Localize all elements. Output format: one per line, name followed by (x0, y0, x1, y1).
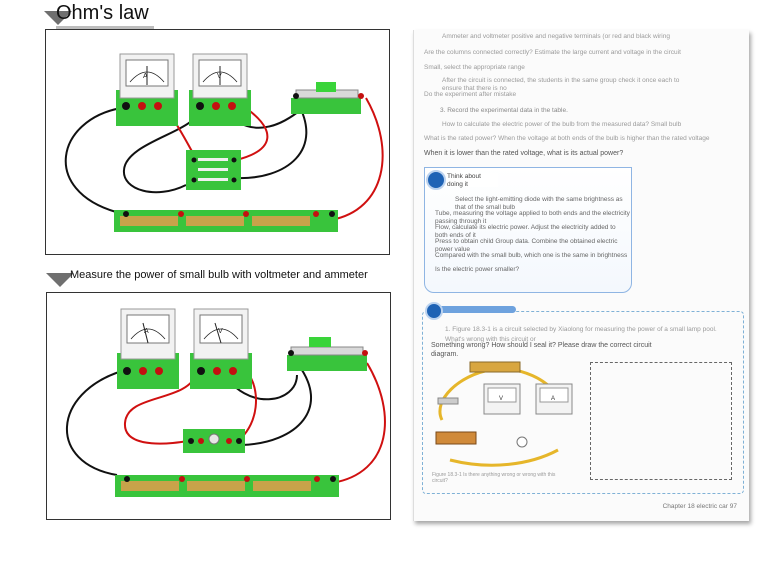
textbook-line: Do the experiment after mistake (424, 91, 517, 98)
section-badge-icon (425, 302, 443, 320)
small-bulb-title: Measure the power of small bulb with vol… (70, 269, 368, 281)
callout-title: Think about doing it (447, 173, 481, 188)
small-bulb-heading: Measure the power of small bulb with vol… (46, 263, 368, 287)
textbook-line: How to calculate the electric power of t… (442, 121, 682, 128)
textbook-line: When it is lower than the rated voltage,… (424, 150, 624, 157)
callout-line: Compared with the small bulb, which one … (435, 252, 628, 259)
voltmeter-label: V (218, 328, 223, 335)
textbook-line: Are the columns connected correctly? Est… (424, 49, 681, 56)
ammeter-label: A (144, 328, 149, 335)
rheostat (287, 337, 368, 371)
battery-pack (115, 475, 339, 497)
voltmeter: V (190, 308, 252, 389)
exercise-line: What's wrong with this circuit or (445, 336, 536, 343)
callout-line: Tube, measuring the voltage applied to b… (435, 210, 630, 225)
ammeter: A (117, 308, 179, 389)
ammeter: A (116, 53, 178, 126)
think-about-callout: Think about doing it Select the light-em… (424, 167, 632, 293)
heading-underline (56, 26, 154, 29)
triangle-marker-icon (44, 10, 72, 25)
callout-line: Press to obtain child Group data. Combin… (435, 238, 618, 253)
callout-line: Select the light-emitting diode with the… (455, 196, 623, 211)
figure-voltmeter-label: V (499, 396, 503, 402)
triangle-marker-icon (46, 273, 74, 287)
exercise-line: Something wrong? How should I seal it? P… (431, 342, 652, 349)
exercise-line: diagram. (431, 351, 459, 358)
exercise-line: 1. Figure 18.3-1 is a circuit selected b… (445, 326, 717, 333)
ohms-law-circuit-photo: A V (45, 29, 390, 255)
ammeter-label: A (143, 73, 148, 80)
voltmeter-label: V (217, 73, 222, 80)
figure-ammeter-label: A (551, 396, 555, 402)
textbook-page: Ammeter and voltmeter positive and negat… (413, 30, 749, 521)
small-bulb-circuit-photo: A V (46, 292, 391, 520)
figure-caption: Figure 18.3-1 Is there anything wrong or… (432, 472, 556, 484)
textbook-line: 3. Record the experimental data in the t… (440, 107, 568, 114)
answer-drawing-box (590, 362, 732, 480)
ohms-law-heading: Ohm's law (44, 2, 149, 25)
textbook-line: After the circuit is connected, the stud… (442, 77, 680, 92)
battery-pack (114, 210, 338, 232)
textbook-line: What is the rated power? When the voltag… (424, 135, 710, 142)
pencil-icon (426, 170, 446, 190)
textbook-line: Small, select the appropriate range (424, 64, 525, 71)
ohms-law-title: Ohm's law (56, 2, 149, 24)
voltmeter: V (189, 53, 251, 126)
callout-line: Flow, calculate its electric power. Adju… (435, 224, 616, 239)
exercise-box: 1. Figure 18.3-1 is a circuit selected b… (422, 311, 744, 494)
circuit-figure: V A (435, 361, 573, 467)
resistor-board (186, 150, 241, 190)
bulb-board (183, 429, 245, 453)
page-footer: Chapter 18 electric car 97 (662, 503, 737, 510)
textbook-line: Ammeter and voltmeter positive and negat… (442, 33, 670, 40)
rheostat (291, 82, 364, 114)
section-band (436, 306, 516, 313)
callout-line: Is the electric power smaller? (435, 266, 520, 273)
